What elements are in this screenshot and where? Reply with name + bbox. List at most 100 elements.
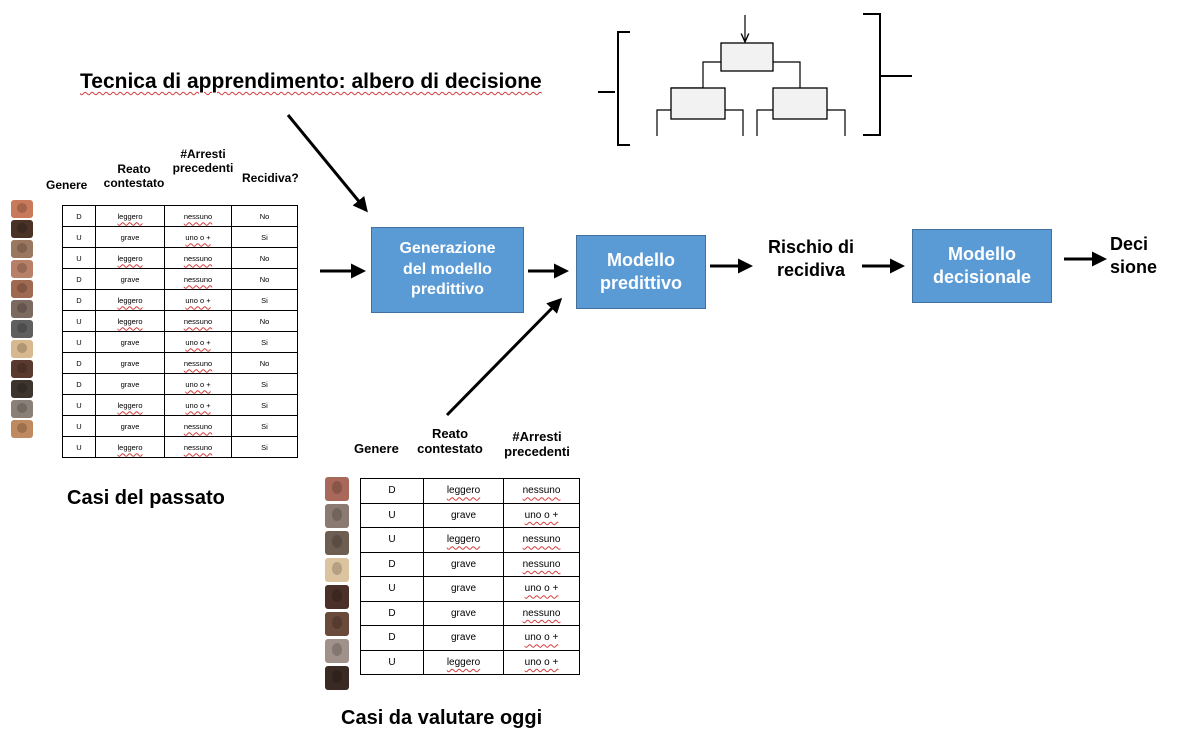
generation-box: Generazione del modello predittivo xyxy=(371,227,524,313)
table-cell: nessuno xyxy=(164,436,232,458)
decision-tree-sketch xyxy=(598,13,912,146)
table-cell: nessuno xyxy=(503,527,580,553)
person-face-icon xyxy=(11,340,33,358)
tree-left-leaf-1 xyxy=(656,109,671,136)
table-cell: U xyxy=(360,502,424,528)
table-cell: uno o + xyxy=(164,394,232,416)
past-faces-column xyxy=(11,200,33,438)
predictive-model-box: Modello predittivo xyxy=(576,235,706,309)
table-cell: grave xyxy=(423,600,504,626)
past-cases-caption: Casi del passato xyxy=(67,487,225,509)
table-cell: grave xyxy=(95,226,165,248)
table-cell: uno o + xyxy=(503,576,580,602)
tree-right-node xyxy=(772,87,828,120)
table-cell: D xyxy=(360,478,424,504)
table-cell: uno o + xyxy=(164,226,232,248)
table-cell: leggero xyxy=(95,205,165,227)
person-face-icon xyxy=(325,531,349,555)
today-cases-caption: Casi da valutare oggi xyxy=(341,707,543,729)
table-cell: Si xyxy=(231,331,298,353)
table-cell: D xyxy=(360,625,424,651)
table-cell: No xyxy=(231,247,298,269)
tree-left-brace xyxy=(617,31,630,146)
table-cell: U xyxy=(62,394,96,416)
table-cell: No xyxy=(231,205,298,227)
person-face-icon xyxy=(325,504,349,528)
table-cell: grave xyxy=(423,576,504,602)
table-cell: uno o + xyxy=(164,373,232,395)
tree-root-node xyxy=(720,42,774,72)
person-face-icon xyxy=(325,558,349,582)
table-cell: Si xyxy=(231,373,298,395)
person-face-icon xyxy=(325,477,349,501)
today-header-arresti: #Arresti precedenti xyxy=(504,429,570,459)
table-cell: nessuno xyxy=(164,310,232,332)
table-cell: D xyxy=(360,600,424,626)
past-header-genere: Genere xyxy=(46,178,88,192)
person-face-icon xyxy=(11,320,33,338)
table-cell: No xyxy=(231,352,298,374)
table-cell: leggero xyxy=(95,436,165,458)
table-cell: U xyxy=(62,415,96,437)
table-cell: uno o + xyxy=(164,289,232,311)
tree-left-node xyxy=(670,87,726,120)
table-cell: D xyxy=(62,352,96,374)
table-cell: uno o + xyxy=(503,502,580,528)
today-header-reato: Reato contestato xyxy=(417,426,483,456)
table-cell: leggero xyxy=(95,247,165,269)
person-face-icon xyxy=(11,360,33,378)
table-cell: grave xyxy=(95,331,165,353)
table-cell: grave xyxy=(95,352,165,374)
table-cell: grave xyxy=(95,415,165,437)
past-header-recidiva: Recidiva? xyxy=(242,171,299,185)
tree-right-leaf-2 xyxy=(827,109,846,136)
table-cell: No xyxy=(231,310,298,332)
table-cell: Si xyxy=(231,415,298,437)
person-face-icon xyxy=(11,200,33,218)
person-face-icon xyxy=(325,639,349,663)
person-face-icon xyxy=(11,420,33,438)
table-cell: leggero xyxy=(423,649,504,675)
tree-left-branch xyxy=(671,61,721,89)
table-cell: Si xyxy=(231,226,298,248)
past-header-reato: Reato contestato xyxy=(103,162,165,190)
table-cell: grave xyxy=(423,625,504,651)
table-cell: grave xyxy=(95,373,165,395)
table-cell: leggero xyxy=(95,289,165,311)
person-face-icon xyxy=(11,240,33,258)
decision-label: Deci sione xyxy=(1110,234,1158,278)
person-face-icon xyxy=(11,300,33,318)
table-cell: U xyxy=(62,436,96,458)
table-cell: nessuno xyxy=(164,205,232,227)
table-cell: U xyxy=(62,226,96,248)
table-cell: U xyxy=(62,331,96,353)
table-cell: No xyxy=(231,268,298,290)
past-header-arresti: #Arresti precedenti xyxy=(172,147,234,175)
person-face-icon xyxy=(11,280,33,298)
person-face-icon xyxy=(11,400,33,418)
arrow-title-to-generation xyxy=(286,114,368,213)
table-cell: nessuno xyxy=(164,247,232,269)
table-cell: nessuno xyxy=(503,600,580,626)
table-cell: D xyxy=(360,551,424,577)
table-cell: nessuno xyxy=(164,268,232,290)
table-cell: leggero xyxy=(95,310,165,332)
person-face-icon xyxy=(11,380,33,398)
table-cell: D xyxy=(62,205,96,227)
table-cell: uno o + xyxy=(503,625,580,651)
